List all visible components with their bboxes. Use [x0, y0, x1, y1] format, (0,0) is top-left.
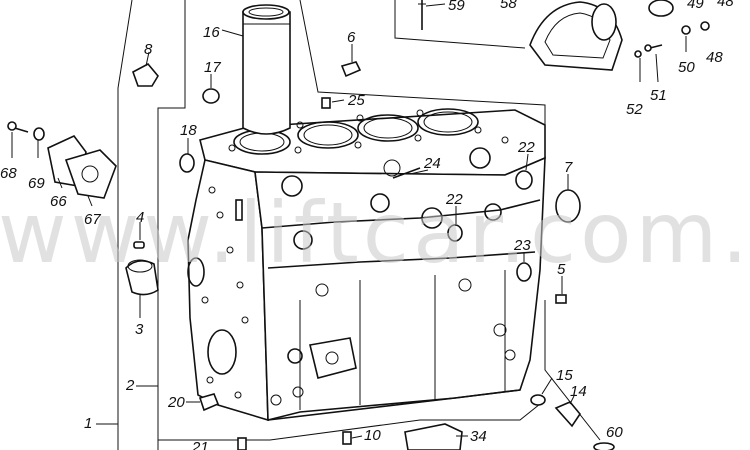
callout-10: 10 — [364, 427, 381, 444]
callout-14: 14 — [570, 383, 587, 400]
callout-1: 1 — [84, 415, 92, 432]
callout-4: 4 — [136, 209, 144, 226]
callout-49: 49 — [687, 0, 704, 12]
callout-52: 52 — [626, 101, 643, 118]
callout-66: 66 — [50, 193, 67, 210]
callout-60: 60 — [606, 424, 623, 441]
callout-69: 69 — [28, 175, 45, 192]
callout-34: 34 — [470, 428, 487, 445]
callout-22-lower: 22 — [445, 191, 463, 208]
callout-21: 21 — [191, 439, 209, 450]
callout-15: 15 — [556, 367, 573, 384]
callout-6: 6 — [347, 29, 356, 46]
callout-18: 18 — [180, 122, 197, 139]
cylinder-block — [187, 108, 546, 422]
loose-parts — [7, 0, 710, 450]
callout-17: 17 — [204, 59, 221, 76]
callout-25: 25 — [347, 92, 365, 109]
callout-5: 5 — [557, 261, 566, 278]
callout-3: 3 — [135, 321, 144, 338]
callout-48-lower: 48 — [706, 49, 723, 66]
callout-labels: 16 8 17 6 25 18 24 22 22 7 23 5 4 3 2 1 … — [0, 0, 734, 450]
callout-58: 58 — [500, 0, 517, 12]
callout-2: 2 — [125, 377, 135, 394]
callout-23: 23 — [513, 237, 531, 254]
watermark-text: www.liftcar.com.ua — [0, 184, 750, 282]
callout-16: 16 — [203, 24, 220, 41]
callout-24: 24 — [423, 155, 441, 172]
callout-20: 20 — [167, 394, 185, 411]
callout-67: 67 — [84, 211, 101, 228]
callout-59: 59 — [448, 0, 465, 14]
callout-68: 68 — [0, 165, 17, 182]
callout-48-upper: 48 — [717, 0, 734, 10]
callout-7: 7 — [564, 159, 573, 176]
assembly-boundary — [117, 0, 601, 450]
callout-8: 8 — [144, 41, 153, 58]
cylinder-liner — [242, 4, 291, 135]
leader-lines — [11, 3, 687, 439]
callout-51: 51 — [650, 87, 667, 104]
callout-50: 50 — [678, 59, 695, 76]
callout-22-upper: 22 — [517, 139, 535, 156]
